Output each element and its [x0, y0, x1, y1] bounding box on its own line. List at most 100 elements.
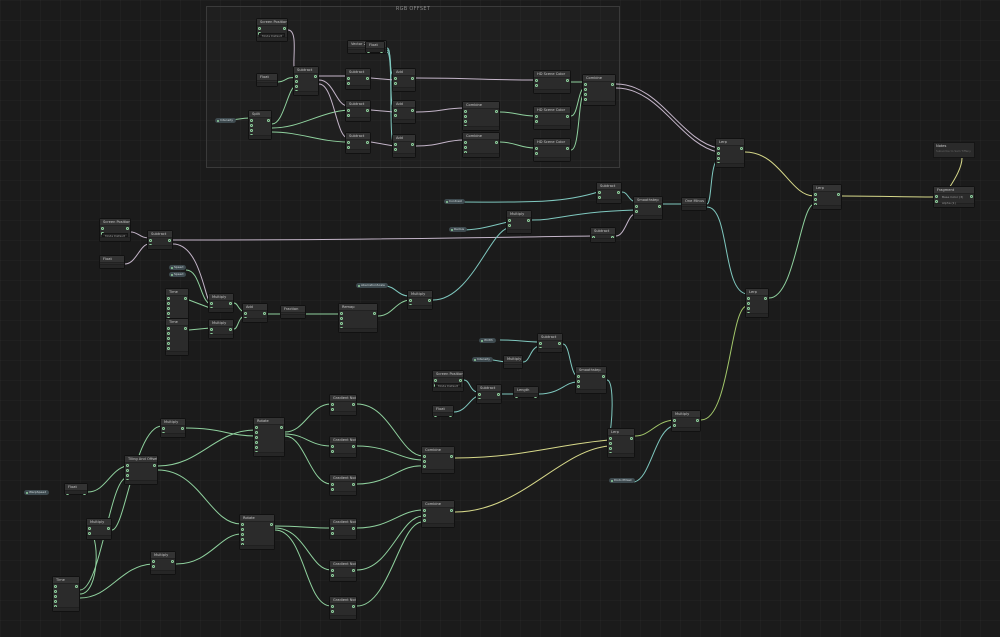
- node-collapse-bar[interactable]: [151, 570, 175, 574]
- output-port[interactable]: [495, 141, 498, 144]
- output-port[interactable]: [602, 375, 605, 378]
- node-collapse-bar[interactable]: [209, 334, 233, 338]
- input-port[interactable]: [717, 157, 720, 160]
- input-port[interactable]: [423, 519, 426, 522]
- property-pill[interactable]: Contrast: [444, 199, 465, 204]
- node-property[interactable]: Mode Default: [435, 383, 462, 388]
- node-collapse-bar[interactable]: [534, 157, 570, 161]
- node-collapse-bar[interactable]: [534, 125, 570, 129]
- node-b-time[interactable]: Time: [52, 576, 80, 612]
- input-port[interactable]: [255, 431, 258, 434]
- property-pill[interactable]: WarpSpeed: [24, 490, 50, 495]
- node-g-add-a[interactable]: Add: [392, 68, 416, 92]
- node-b-gn3[interactable]: Gradient Noise: [329, 474, 357, 496]
- input-port[interactable]: [535, 115, 538, 118]
- output-port[interactable]: [107, 527, 110, 530]
- node-m-mult[interactable]: Multiply: [506, 210, 532, 234]
- input-port[interactable]: [478, 393, 481, 396]
- node-collapse-bar[interactable]: [257, 82, 277, 86]
- input-port[interactable]: [149, 239, 152, 242]
- output-port[interactable]: [611, 83, 614, 86]
- node-property[interactable]: Mode Default: [102, 233, 129, 238]
- node-collapse-bar[interactable]: [504, 364, 522, 368]
- output-port[interactable]: [352, 445, 355, 448]
- input-port[interactable]: [609, 447, 612, 450]
- input-port[interactable]: [598, 191, 601, 194]
- output-port[interactable]: [764, 297, 767, 300]
- node-collapse-bar[interactable]: [672, 427, 700, 431]
- node-collapse-bar[interactable]: [507, 229, 531, 233]
- node-g-sample-c[interactable]: HD Scene Color: [533, 138, 571, 162]
- node-collapse-bar[interactable]: [608, 453, 634, 457]
- node-collapse-bar[interactable]: [294, 91, 318, 95]
- node-collapse-bar[interactable]: [576, 389, 606, 393]
- node-g-subtract[interactable]: Subtract: [293, 66, 319, 96]
- input-port[interactable]: [584, 93, 587, 96]
- input-port[interactable]: [167, 342, 170, 345]
- node-collapse-bar[interactable]: [281, 314, 305, 318]
- node-m-sub2[interactable]: Subtract: [590, 227, 616, 243]
- input-port[interactable]: [584, 88, 587, 91]
- node-collapse-bar[interactable]: [346, 117, 370, 121]
- node-collapse-bar[interactable]: [161, 433, 185, 437]
- node-l-smooth[interactable]: Smoothstep: [575, 366, 607, 394]
- node-g-combine-a[interactable]: Combine: [462, 101, 500, 131]
- input-port[interactable]: [347, 141, 350, 144]
- node-collapse-bar[interactable]: [330, 535, 356, 539]
- input-port[interactable]: [508, 219, 511, 222]
- node-b-multiply[interactable]: Multiply: [160, 418, 186, 438]
- input-port[interactable]: [535, 79, 538, 82]
- node-collapse-bar[interactable]: [240, 545, 274, 549]
- input-port[interactable]: [250, 129, 253, 132]
- input-port[interactable]: [331, 408, 334, 411]
- input-port[interactable]: [347, 109, 350, 112]
- node-b-gn2[interactable]: Gradient Noise: [329, 436, 357, 458]
- output-port[interactable]: [181, 427, 184, 430]
- input-port[interactable]: [423, 465, 426, 468]
- input-port[interactable]: [434, 379, 437, 382]
- node-g-sub-a[interactable]: Subtract: [345, 68, 371, 90]
- node-g-float-b[interactable]: Float: [365, 41, 385, 53]
- output-port[interactable]: [168, 239, 171, 242]
- input-port[interactable]: [577, 380, 580, 383]
- node-m-add[interactable]: Add: [242, 303, 268, 323]
- input-port[interactable]: [747, 297, 750, 300]
- output-port[interactable]: [566, 115, 569, 118]
- input-port[interactable]: [255, 446, 258, 449]
- node-collapse-bar[interactable]: [249, 135, 271, 139]
- node-b-gn5[interactable]: Gradient Noise: [329, 560, 357, 582]
- node-collapse-bar[interactable]: [538, 348, 562, 352]
- input-port[interactable]: [340, 317, 343, 320]
- input-port[interactable]: [423, 455, 426, 458]
- input-port[interactable]: [152, 560, 155, 563]
- property-pill[interactable]: Speed: [169, 272, 187, 277]
- node-b-rotate2[interactable]: Rotate: [239, 514, 275, 550]
- input-port[interactable]: [814, 198, 817, 201]
- node-collapse-bar[interactable]: [433, 412, 453, 416]
- output-port[interactable]: [558, 342, 561, 345]
- input-port[interactable]: [54, 590, 57, 593]
- input-port[interactable]: [598, 196, 601, 199]
- input-port[interactable]: [347, 82, 350, 85]
- input-port[interactable]: [241, 538, 244, 541]
- output-port[interactable]: [373, 312, 376, 315]
- input-port[interactable]: [101, 227, 104, 230]
- output-port[interactable]: [229, 302, 232, 305]
- input-port[interactable]: [935, 200, 938, 203]
- node-collapse-bar[interactable]: [330, 577, 356, 581]
- input-port[interactable]: [295, 85, 298, 88]
- output-port[interactable]: [459, 379, 462, 382]
- node-g-sub-b[interactable]: Subtract: [345, 100, 371, 122]
- node-g-sub-c[interactable]: Subtract: [345, 132, 371, 154]
- node-m-multiply3[interactable]: Multiply: [407, 290, 433, 310]
- input-port[interactable]: [88, 527, 91, 530]
- input-port[interactable]: [673, 424, 676, 427]
- input-port[interactable]: [167, 307, 170, 310]
- node-collapse-bar[interactable]: [583, 101, 615, 105]
- input-port[interactable]: [167, 297, 170, 300]
- output-port[interactable]: [352, 527, 355, 530]
- property-pill[interactable]: DistortMask: [609, 478, 635, 483]
- input-port[interactable]: [717, 147, 720, 150]
- node-collapse-bar[interactable]: [433, 387, 463, 391]
